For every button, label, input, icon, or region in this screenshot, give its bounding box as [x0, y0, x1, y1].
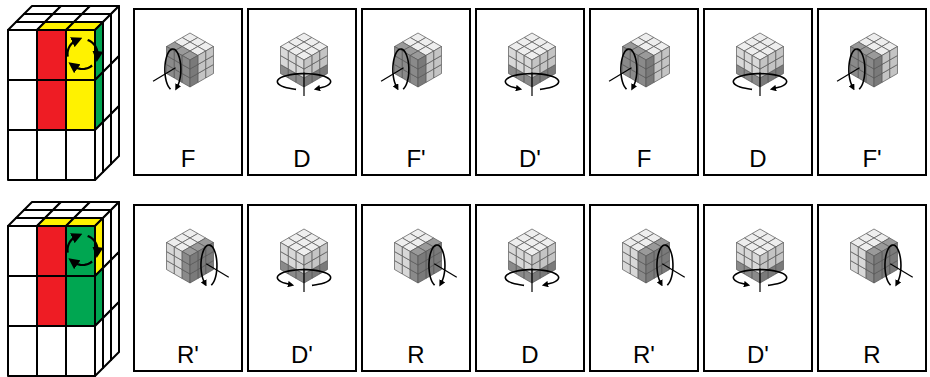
- move-icon: [837, 33, 897, 89]
- move-box: F': [361, 8, 471, 176]
- move-box: D: [703, 8, 813, 176]
- move-box: D: [475, 204, 585, 372]
- move-label: F': [862, 146, 881, 172]
- move-icon: [623, 229, 685, 285]
- move-box: D': [247, 204, 357, 372]
- cube-state: [8, 202, 119, 376]
- move-box: R: [361, 204, 471, 372]
- move-box: R: [817, 204, 927, 372]
- move-icon: [167, 229, 229, 285]
- move-box: F: [589, 8, 699, 176]
- move-label: D': [519, 146, 541, 172]
- move-box: D': [703, 204, 813, 372]
- move-icon: [733, 33, 786, 96]
- move-icon: [153, 33, 213, 89]
- move-label: R: [863, 342, 880, 368]
- move-label: F': [406, 146, 425, 172]
- move-label: D': [747, 342, 769, 368]
- move-label: R: [407, 342, 424, 368]
- move-icon: [851, 229, 913, 285]
- move-box: D: [247, 8, 357, 176]
- move-icon: [395, 229, 457, 285]
- move-box: F: [133, 8, 243, 176]
- move-label: D': [291, 342, 313, 368]
- cube-state: [8, 6, 119, 180]
- move-box: R': [133, 204, 243, 372]
- move-icon: [505, 229, 558, 292]
- move-box: D': [475, 8, 585, 176]
- move-label: F: [181, 146, 196, 172]
- move-label: D: [749, 146, 766, 172]
- move-label: R': [177, 342, 199, 368]
- move-icon: [505, 33, 558, 96]
- move-label: R': [633, 342, 655, 368]
- move-label: D: [293, 146, 310, 172]
- move-icon: [733, 229, 786, 292]
- move-box: R': [589, 204, 699, 372]
- move-icon: [277, 229, 330, 292]
- move-icon: [609, 33, 669, 89]
- move-label: F: [637, 146, 652, 172]
- move-label: D: [521, 342, 538, 368]
- move-icon: [381, 33, 441, 89]
- move-icon: [277, 33, 330, 96]
- move-box: F': [817, 8, 927, 176]
